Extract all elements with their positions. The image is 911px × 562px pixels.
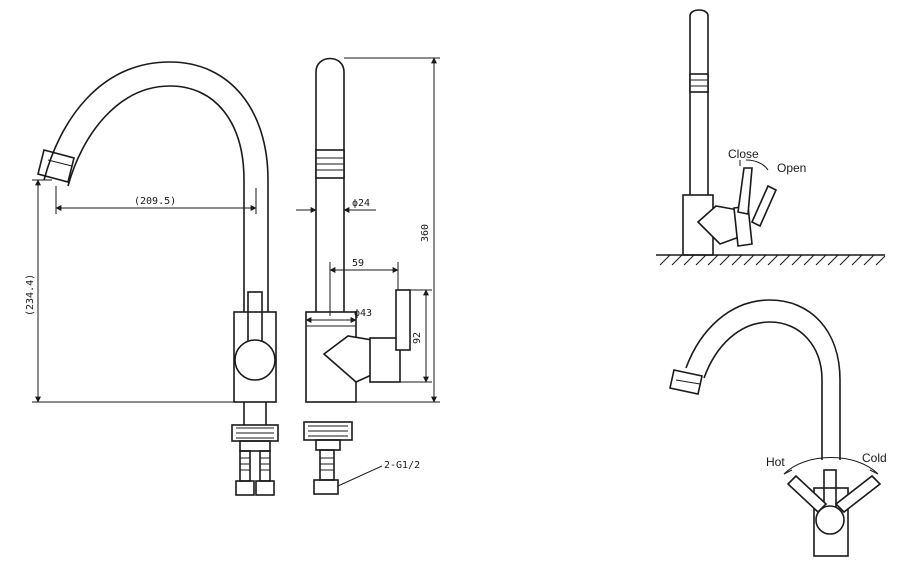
- op-ground-hatch: [659, 254, 886, 266]
- dim-reach: (209.5): [134, 196, 176, 207]
- front-view: (209.5) (234.4): [25, 61, 279, 496]
- hc-lever-cold: [834, 474, 882, 514]
- hot-cold-view: Hot Cold: [669, 299, 887, 557]
- hc-aerator: [669, 369, 703, 395]
- front-handle-stem: [247, 291, 263, 343]
- front-cartridge: [234, 339, 276, 381]
- op-lever-open: [750, 184, 778, 228]
- front-spout-outer: [43, 61, 269, 312]
- dim-depth: 59: [352, 258, 364, 269]
- side-view: 2-G1/2 ϕ24 59 ϕ43 92 360: [296, 57, 440, 495]
- front-aerator: [37, 149, 75, 183]
- dim-spout-diameter: ϕ24: [352, 198, 370, 209]
- side-hose: [319, 449, 335, 481]
- side-spout: [315, 57, 345, 312]
- hc-body: [813, 487, 849, 557]
- op-lever-close: [737, 167, 753, 215]
- dim-body-diameter: ϕ43: [354, 308, 372, 319]
- label-cold: Cold: [862, 451, 887, 465]
- front-hose-right: [259, 450, 271, 482]
- dim-thread: 2-G1/2: [384, 460, 420, 471]
- front-spout-inner: [67, 85, 245, 312]
- side-lever-block: [369, 337, 401, 383]
- hc-lever-hot: [786, 474, 828, 514]
- dim-body-height: 92: [412, 332, 423, 344]
- label-open: Open: [777, 161, 806, 175]
- front-hose-left: [239, 450, 251, 482]
- hc-arc: [783, 457, 879, 475]
- label-close: Close: [728, 147, 759, 161]
- dim-spout-height: (234.4): [25, 274, 36, 316]
- dim-total-height: 360: [420, 224, 431, 242]
- label-hot: Hot: [766, 455, 785, 469]
- front-body: [233, 311, 277, 403]
- lever-operation-view: Close Open: [656, 9, 886, 266]
